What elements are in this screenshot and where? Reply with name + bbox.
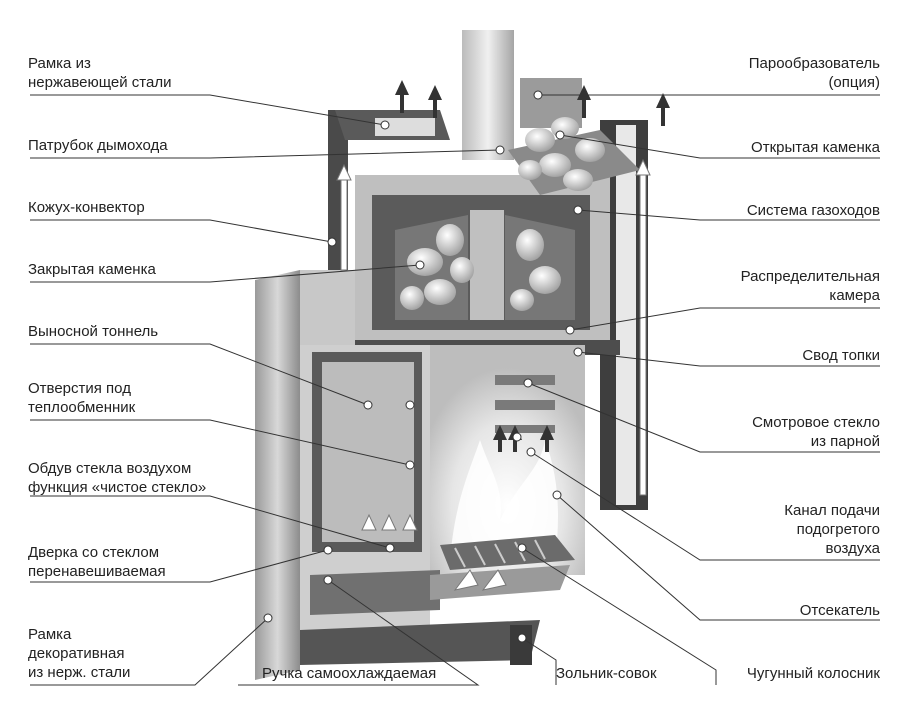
label-clean-glass: Обдув стекла воздухом функция «чистое ст…: [28, 460, 207, 496]
label-decor-frame: Рамка декоративная из нерж. стали: [28, 626, 131, 681]
label-steam-generator: Парообразователь (опция): [748, 55, 880, 91]
label-distribution-chamber: Распределительная камера: [740, 268, 880, 304]
label-furnace-arch: Свод топки: [802, 347, 880, 364]
label-ash-pan: Зольник-совок: [556, 665, 657, 682]
chimney-pipe: [462, 30, 514, 160]
label-flue-pipe: Патрубок дымохода: [28, 137, 168, 154]
decor-frame: [255, 270, 300, 680]
label-cutoff: Отсекатель: [799, 602, 880, 619]
label-convector: Кожух-конвектор: [28, 199, 145, 216]
leader-lines: [30, 94, 880, 686]
label-flue-system: Система газоходов: [746, 202, 880, 219]
label-glass-door: Дверка со стеклом перенавешиваемая: [28, 544, 166, 580]
label-closed-heater: Закрытая каменка: [28, 261, 156, 278]
grate: [440, 535, 575, 570]
label-grate: Чугунный колосник: [746, 665, 880, 682]
label-viewing-glass: Смотровое стекло из парной: [752, 414, 880, 450]
label-heat-exchanger-holes: Отверстия под теплообменник: [28, 380, 136, 416]
label-open-heater: Открытая каменка: [751, 139, 880, 156]
label-handle: Ручка самоохлаждаемая: [262, 665, 437, 682]
ash-pan: [300, 620, 540, 665]
label-air-channel: Канал подачи подогретого воздуха: [784, 502, 880, 557]
label-frame-steel: Рамка из нержавеющей стали: [28, 55, 172, 91]
label-tunnel: Выносной тоннель: [28, 323, 159, 340]
